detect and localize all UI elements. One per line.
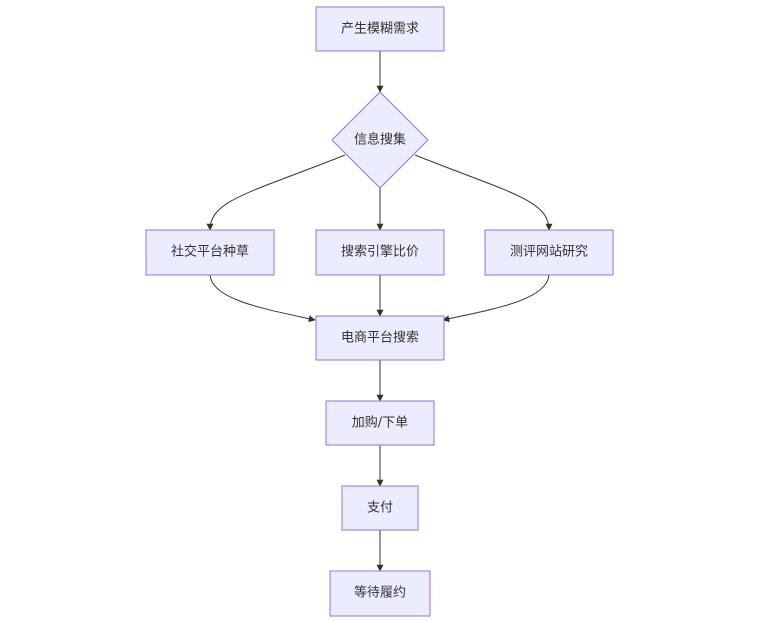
node-ecommerce-label: 电商平台搜索: [341, 331, 419, 346]
node-need: 产生模糊需求: [315, 6, 445, 52]
edge-search-info-to-social: [206, 154, 346, 231]
node-social-box: [145, 229, 275, 276]
node-cart-label: 加购/下单: [352, 415, 408, 431]
node-pay-box: [341, 485, 419, 531]
node-search-engine-label: 搜索引擎比价: [341, 245, 419, 260]
edge-social-to-ecommerce: [209, 274, 316, 323]
node-review: 测评网站研究: [484, 229, 614, 276]
node-pay-label: 支付: [367, 501, 393, 516]
node-pay: 支付: [341, 485, 419, 531]
node-need-box: [315, 6, 445, 52]
node-need-label: 产生模糊需求: [341, 21, 419, 37]
node-review-box: [484, 229, 614, 276]
node-fulfill-box: [329, 570, 431, 617]
edge-review-to-ecommerce: [442, 274, 550, 323]
node-review-label: 测评网站研究: [510, 245, 588, 260]
node-social: 社交平台种草: [145, 229, 275, 276]
node-fulfill-label: 等待履约: [354, 585, 406, 601]
node-ecommerce: 电商平台搜索: [315, 315, 445, 361]
node-search-info: 信息搜集: [331, 91, 429, 189]
node-search-info-label: 信息搜集: [354, 132, 406, 148]
edges: [206, 51, 553, 572]
node-search-engine: 搜索引擎比价: [315, 229, 445, 276]
node-search-engine-box: [315, 229, 445, 276]
node-cart-box: [325, 400, 435, 446]
node-fulfill: 等待履约: [329, 570, 431, 617]
node-cart: 加购/下单: [325, 400, 435, 446]
node-ecommerce-box: [315, 315, 445, 361]
node-search-info-diamond: [331, 91, 429, 189]
edge-search-info-to-review: [414, 154, 553, 231]
node-social-label: 社交平台种草: [171, 244, 249, 260]
